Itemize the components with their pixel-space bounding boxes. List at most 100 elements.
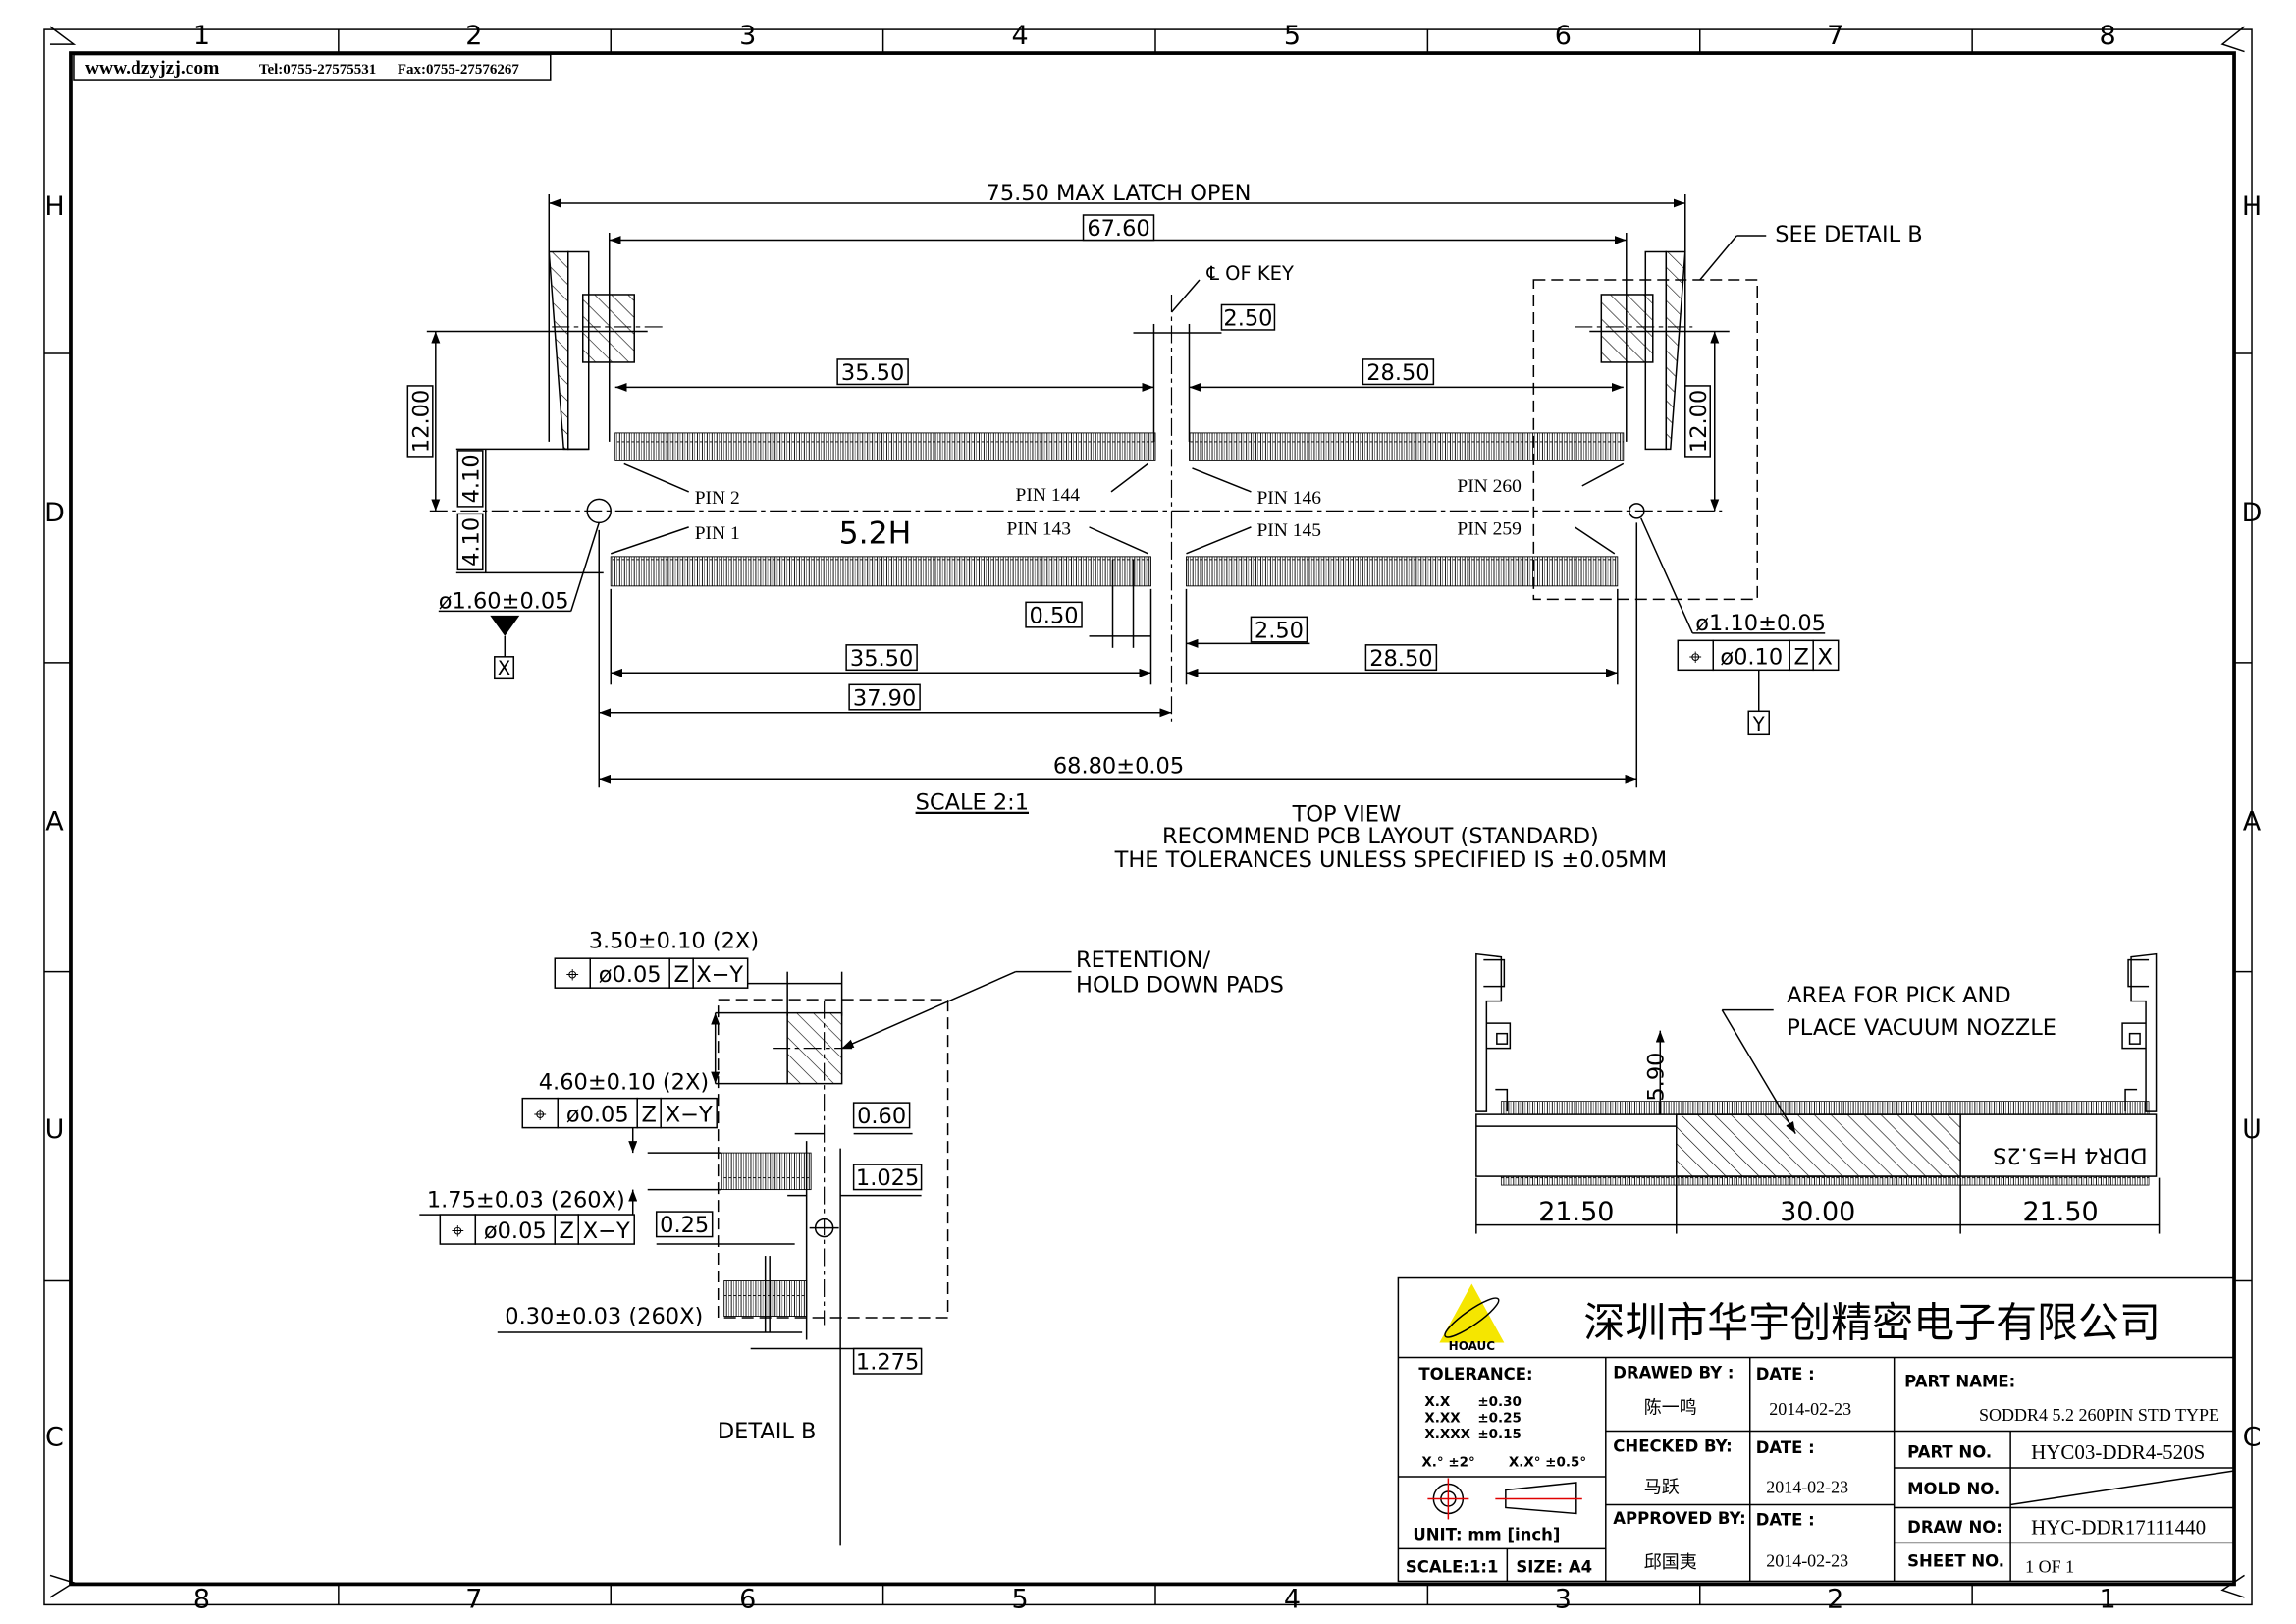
- dim-right-top: 28.50: [1366, 360, 1429, 386]
- hole-right-dim: ø1.10±0.05: [1695, 611, 1826, 636]
- area-label: PLACE VACUUM NOZZLE: [1787, 1015, 2056, 1041]
- tolerance-format: X.XXX: [1424, 1427, 1470, 1442]
- contact-header: www.dzyjzj.com Tel:0755-27575531 Fax:075…: [73, 53, 552, 81]
- see-detail-b-label: SEE DETAIL B: [1775, 222, 1922, 247]
- dim-height-right: 12.00: [1686, 390, 1712, 453]
- dim-pin-width: 0.30±0.03 (260X): [505, 1304, 703, 1329]
- drawed-by-name: 陈一鸣: [1644, 1397, 1697, 1418]
- dim-left-top: 35.50: [841, 360, 904, 386]
- title-block: HOAUC 深圳市华宇创精密电子有限公司 TOLERANCE: X.X ±0.3…: [1397, 1276, 2235, 1583]
- dim-overall: 67.60: [1087, 216, 1149, 242]
- fcf-datum: Z: [1794, 644, 1809, 670]
- position-icon: ⌖: [452, 1218, 464, 1244]
- fcf-tolerance: ø0.05: [566, 1103, 629, 1128]
- grid-col: 7: [1827, 21, 1843, 51]
- scale-label: SCALE 2:1: [916, 790, 1029, 816]
- fcf-datum: X: [1818, 644, 1833, 670]
- grid-col: 2: [1827, 1584, 1843, 1614]
- website-link[interactable]: www.dzyjzj.com: [85, 58, 219, 79]
- draw-no-label: DRAW NO:: [1907, 1518, 2002, 1537]
- detail-b: 3.50±0.10 (2X) ⌖ ø0.05 Z X−Y RETENTION/ …: [419, 929, 1284, 1546]
- fcf-tolerance: ø0.10: [1720, 644, 1783, 670]
- orientation-mark-icon: [49, 1574, 76, 1598]
- orientation-mark-icon: [2220, 1574, 2245, 1598]
- part-no: HYC03-DDR4-520S: [2031, 1440, 2205, 1464]
- position-icon: ⌖: [1689, 644, 1702, 670]
- sheet-no: 1 OF 1: [2025, 1556, 2074, 1576]
- grid-col: 2: [465, 21, 482, 51]
- pin-label: PIN 259: [1457, 518, 1522, 539]
- grid-col: 7: [465, 1584, 482, 1614]
- grid-row: H: [2242, 191, 2262, 222]
- dim-pad-width: 3.50±0.10 (2X): [589, 929, 759, 954]
- pin-row-top-right: [1189, 432, 1625, 461]
- area-label: AREA FOR PICK AND: [1787, 983, 2010, 1008]
- pin-label: PIN 146: [1256, 488, 1321, 509]
- mold-no-label: MOLD NO.: [1907, 1480, 2000, 1498]
- tolerance-format: X.X: [1424, 1394, 1451, 1410]
- grid-row: A: [2243, 807, 2262, 838]
- side-view: DDR4 H=5.2S 5.90 AREA FOR PICK AND PLACE…: [1475, 952, 2161, 1234]
- angle-tolerance: X.° ±2°: [1421, 1454, 1474, 1470]
- date-label: DATE :: [1756, 1438, 1815, 1457]
- top-view: 75.50 MAX LATCH OPEN 67.60 ℄ OF KEY 2.50…: [406, 181, 1923, 873]
- approved-by-name: 邱国夷: [1644, 1552, 1697, 1573]
- dim-height-left: 12.00: [408, 390, 434, 453]
- date-label: DATE :: [1756, 1365, 1815, 1383]
- date-value: 2014-02-23: [1766, 1477, 1848, 1496]
- dim-pitch: 0.50: [1030, 603, 1079, 628]
- dim-right-bottom: 28.50: [1369, 646, 1432, 672]
- detail-b-title: DETAIL B: [718, 1419, 817, 1444]
- part-name-label: PART NAME:: [1904, 1372, 2015, 1390]
- grid-row: U: [45, 1114, 65, 1145]
- dim-left-to-key: 37.90: [853, 685, 916, 711]
- grid-references: 1 2 3 4 5 6 7 8 8 7 6 5 4 3 2 1 H D A U …: [43, 21, 2262, 1614]
- fax-text: Fax:0755-27576267: [398, 62, 520, 78]
- grid-col: 8: [193, 1584, 210, 1614]
- tolerance-value: ±0.15: [1477, 1427, 1522, 1442]
- pin-label: PIN 260: [1457, 476, 1522, 497]
- pin-row-bottom-left: [610, 556, 1151, 587]
- drawed-by-label: DRAWED BY :: [1613, 1364, 1734, 1382]
- tel-text: Tel:0755-27575531: [259, 62, 376, 78]
- first-angle-projection-icon: [1427, 1478, 1582, 1520]
- locating-hole-right: [1629, 503, 1645, 519]
- grid-col: 5: [1284, 21, 1301, 51]
- part-no-label: PART NO.: [1907, 1442, 1992, 1461]
- checked-by-name: 马跃: [1644, 1477, 1680, 1497]
- orientation-mark-icon: [2220, 26, 2245, 53]
- company-logo: HOAUC: [1439, 1283, 1505, 1353]
- pin-label: PIN 1: [695, 523, 740, 544]
- dim-left-bottom: 35.50: [850, 646, 913, 672]
- retention-label: HOLD DOWN PADS: [1076, 973, 1284, 999]
- dim-side-width: 30.00: [1780, 1197, 1855, 1227]
- dim-side-height: 5.90: [1643, 1053, 1669, 1102]
- draw-no: HYC-DDR17111440: [2031, 1515, 2206, 1539]
- note-line: RECOMMEND PCB LAYOUT (STANDARD): [1162, 824, 1599, 849]
- grid-row: C: [2243, 1422, 2262, 1452]
- datum-y: Y: [1752, 713, 1765, 735]
- note-line: THE TOLERANCES UNLESS SPECIFIED IS ±0.05…: [1114, 847, 1667, 873]
- dim-side-width: 21.50: [2022, 1197, 2098, 1227]
- fcf-tolerance: ø0.05: [484, 1218, 547, 1244]
- grid-col: 1: [193, 21, 210, 51]
- vacuum-nozzle-area: [1676, 1113, 1961, 1177]
- grid-col: 6: [739, 1584, 756, 1614]
- detail-b-region: [1532, 279, 1758, 601]
- dim-key-gap: 2.50: [1223, 305, 1272, 331]
- fcf-datum: Z: [642, 1103, 657, 1128]
- grid-row: C: [45, 1422, 64, 1452]
- pin-label: PIN 145: [1256, 520, 1321, 541]
- tolerance-value: ±0.25: [1477, 1410, 1522, 1426]
- dim-key-gap-bottom: 2.50: [1255, 618, 1304, 643]
- grid-col: 4: [1011, 21, 1028, 51]
- dim-hole-spacing: 68.80±0.05: [1053, 753, 1184, 779]
- dim-row-offset-top: 4.10: [458, 454, 484, 503]
- grid-row: U: [2242, 1114, 2262, 1145]
- checked-by-label: CHECKED BY:: [1613, 1436, 1732, 1455]
- scale-value: SCALE:1:1: [1406, 1557, 1499, 1576]
- grid-col: 5: [1011, 1584, 1028, 1614]
- date-value: 2014-02-23: [1766, 1550, 1848, 1570]
- feature-control-frame-right: ⌖ ø0.10 Z X: [1677, 639, 1840, 672]
